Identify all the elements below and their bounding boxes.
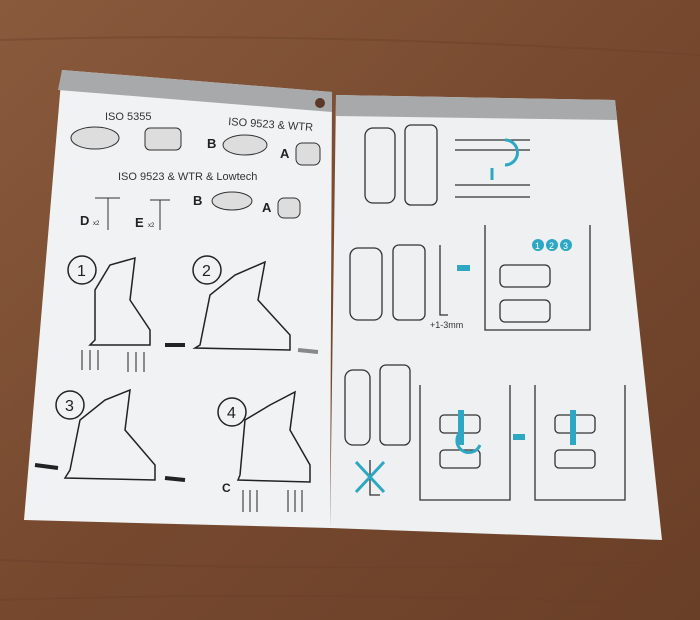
toe-insert-icon [70, 126, 120, 150]
iso-5355-label: ISO 5355 [105, 111, 151, 123]
step-4-circle [217, 397, 247, 427]
boot-diagrams [55, 255, 311, 483]
step-2-circle [192, 255, 222, 285]
not-allowed-x-icon [354, 460, 386, 494]
buckle-ladder [458, 410, 464, 445]
left-page: ISO 5355 ISO 9523 & WTR B A ISO 9523 & W… [24, 70, 332, 528]
header-band [58, 70, 332, 112]
qty-d: x2 [93, 221, 100, 227]
label-a-2: A [262, 200, 272, 215]
label-c: C [222, 481, 231, 495]
position-markers: 1 2 3 [532, 239, 572, 251]
label-b: B [207, 136, 216, 151]
down-arrows-icon [81, 350, 145, 372]
label-b-2: B [193, 193, 202, 208]
qty-e: x2 [148, 223, 155, 229]
boot-2 [192, 260, 291, 351]
hex-key-icon [439, 245, 448, 316]
boot-1 [88, 256, 151, 346]
up-arrows-icon [242, 490, 303, 512]
buckle-closeup [484, 225, 591, 331]
arrow-right-icon [34, 463, 59, 470]
position-3: 3 [563, 241, 568, 251]
heel-insert-icon [144, 127, 182, 151]
boot-3 [63, 388, 156, 481]
header-band [336, 95, 617, 120]
position-1: 1 [535, 241, 540, 251]
arrow-left-icon [164, 476, 186, 482]
right-page: +1-3mm 1 2 3 [330, 95, 662, 540]
wood-grain [0, 36, 700, 606]
step-2-number: 2 [202, 263, 211, 280]
step-4-number: 4 [227, 405, 236, 422]
step-3-circle [55, 390, 85, 420]
label-d: D [80, 213, 89, 228]
position-2: 2 [549, 241, 554, 251]
binding-hole [315, 98, 325, 108]
iso-lowtech-label: ISO 9523 & WTR & Lowtech [118, 171, 257, 183]
step-3-number: 3 [65, 398, 74, 415]
label-e: E [135, 215, 144, 230]
iso-9523-wtr-label: ISO 9523 & WTR [228, 116, 314, 134]
step-1-number: 1 [77, 263, 86, 280]
label-a: A [280, 146, 290, 161]
measure-label: +1-3mm [430, 320, 463, 330]
screw-icon [95, 197, 120, 230]
boot-front-diagrams [344, 124, 626, 501]
step-1-circle [67, 255, 97, 285]
boot-4 [236, 390, 311, 483]
arrow-right-icon [297, 348, 319, 354]
screw-icon [150, 199, 170, 230]
buckle-ladder [570, 410, 576, 445]
rotate-arrow-icon [504, 138, 519, 167]
